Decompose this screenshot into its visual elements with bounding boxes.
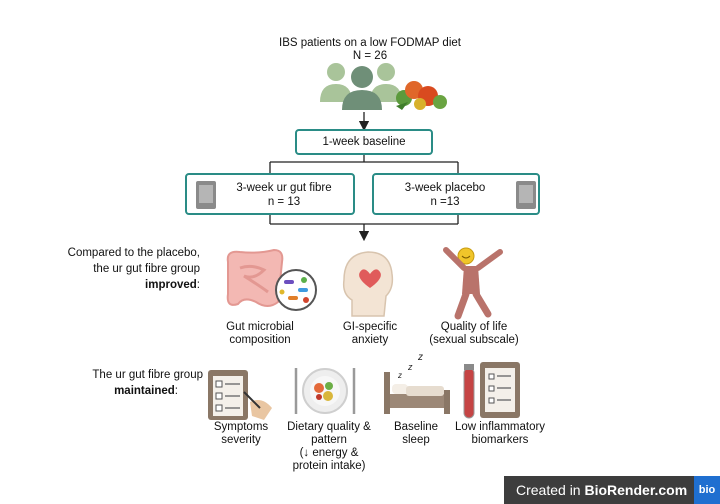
improved-item2-line2: anxiety bbox=[351, 334, 389, 346]
improved-line1: Compared to the placebo, bbox=[67, 247, 200, 259]
sleep-bed-icon: z z z bbox=[384, 352, 450, 414]
placebo-arm-box: 3-week placebo n =13 bbox=[372, 173, 540, 215]
biorender-credit: Created in BioRender.com bbox=[516, 482, 688, 498]
fibre-arm-label: 3-week ur gut fibre bbox=[236, 182, 332, 194]
improved-item2-line1: GI-specific bbox=[342, 321, 398, 333]
placebo-arm-n: n =13 bbox=[430, 196, 460, 208]
improved-line3: improved: bbox=[145, 279, 200, 291]
maintained-item2-line4: protein intake) bbox=[292, 460, 366, 472]
placebo-arm-label: 3-week placebo bbox=[404, 182, 486, 194]
svg-text:z: z bbox=[407, 362, 413, 372]
maintained-item3-line1: Baseline bbox=[393, 421, 439, 433]
maintained-item2-line1: Dietary quality & bbox=[287, 421, 371, 433]
gut-microbiome-icon bbox=[226, 248, 317, 311]
fibre-arm-n: n = 13 bbox=[267, 196, 301, 208]
blood-tube-clipboard-icon bbox=[463, 362, 520, 419]
improved-item1-line1: Gut microbial bbox=[226, 321, 294, 333]
maintained-item1-line1: Symptoms bbox=[213, 421, 269, 433]
dinner-plate-icon bbox=[294, 368, 356, 414]
fibre-arm-box: 3-week ur gut fibre n = 13 bbox=[185, 173, 355, 215]
fibre-sachet-icon bbox=[196, 181, 216, 209]
maintained-item2-line2: pattern bbox=[311, 434, 347, 446]
jumping-person-icon bbox=[443, 247, 503, 320]
vegetables-icon bbox=[396, 81, 447, 110]
maintained-item4-line1: Low inflammatory bbox=[454, 421, 546, 433]
maintained-item4-line2: biomarkers bbox=[471, 434, 529, 446]
maintained-item2-line3: (↓ energy & bbox=[299, 447, 359, 459]
biorender-logo: bio bbox=[694, 476, 720, 504]
improved-item3-line2: (sexual subscale) bbox=[429, 334, 519, 346]
maintained-item1-line2: severity bbox=[221, 434, 261, 446]
improved-item3-line1: Quality of life bbox=[440, 321, 508, 333]
people-icon bbox=[320, 63, 402, 110]
placebo-sachet-icon bbox=[516, 181, 536, 209]
head-heart-icon bbox=[342, 251, 394, 317]
svg-text:z: z bbox=[417, 352, 423, 363]
improved-item1-line2: composition bbox=[229, 334, 291, 346]
population-title: IBS patients on a low FODMAP diet bbox=[279, 37, 461, 49]
improved-line2: the ur gut fibre group bbox=[93, 263, 200, 275]
baseline-box: 1-week baseline bbox=[295, 129, 433, 155]
svg-text:z: z bbox=[397, 371, 402, 380]
maintained-item3-line2: sleep bbox=[402, 434, 430, 446]
maintained-line1: The ur gut fibre group bbox=[92, 369, 203, 381]
biorender-badge[interactable]: Created in BioRender.com bio bbox=[504, 476, 720, 504]
population-n: N = 26 bbox=[352, 50, 388, 62]
maintained-line2: maintained: bbox=[114, 385, 178, 397]
checklist-clipboard-icon bbox=[208, 370, 272, 420]
baseline-label: 1-week baseline bbox=[322, 136, 406, 148]
